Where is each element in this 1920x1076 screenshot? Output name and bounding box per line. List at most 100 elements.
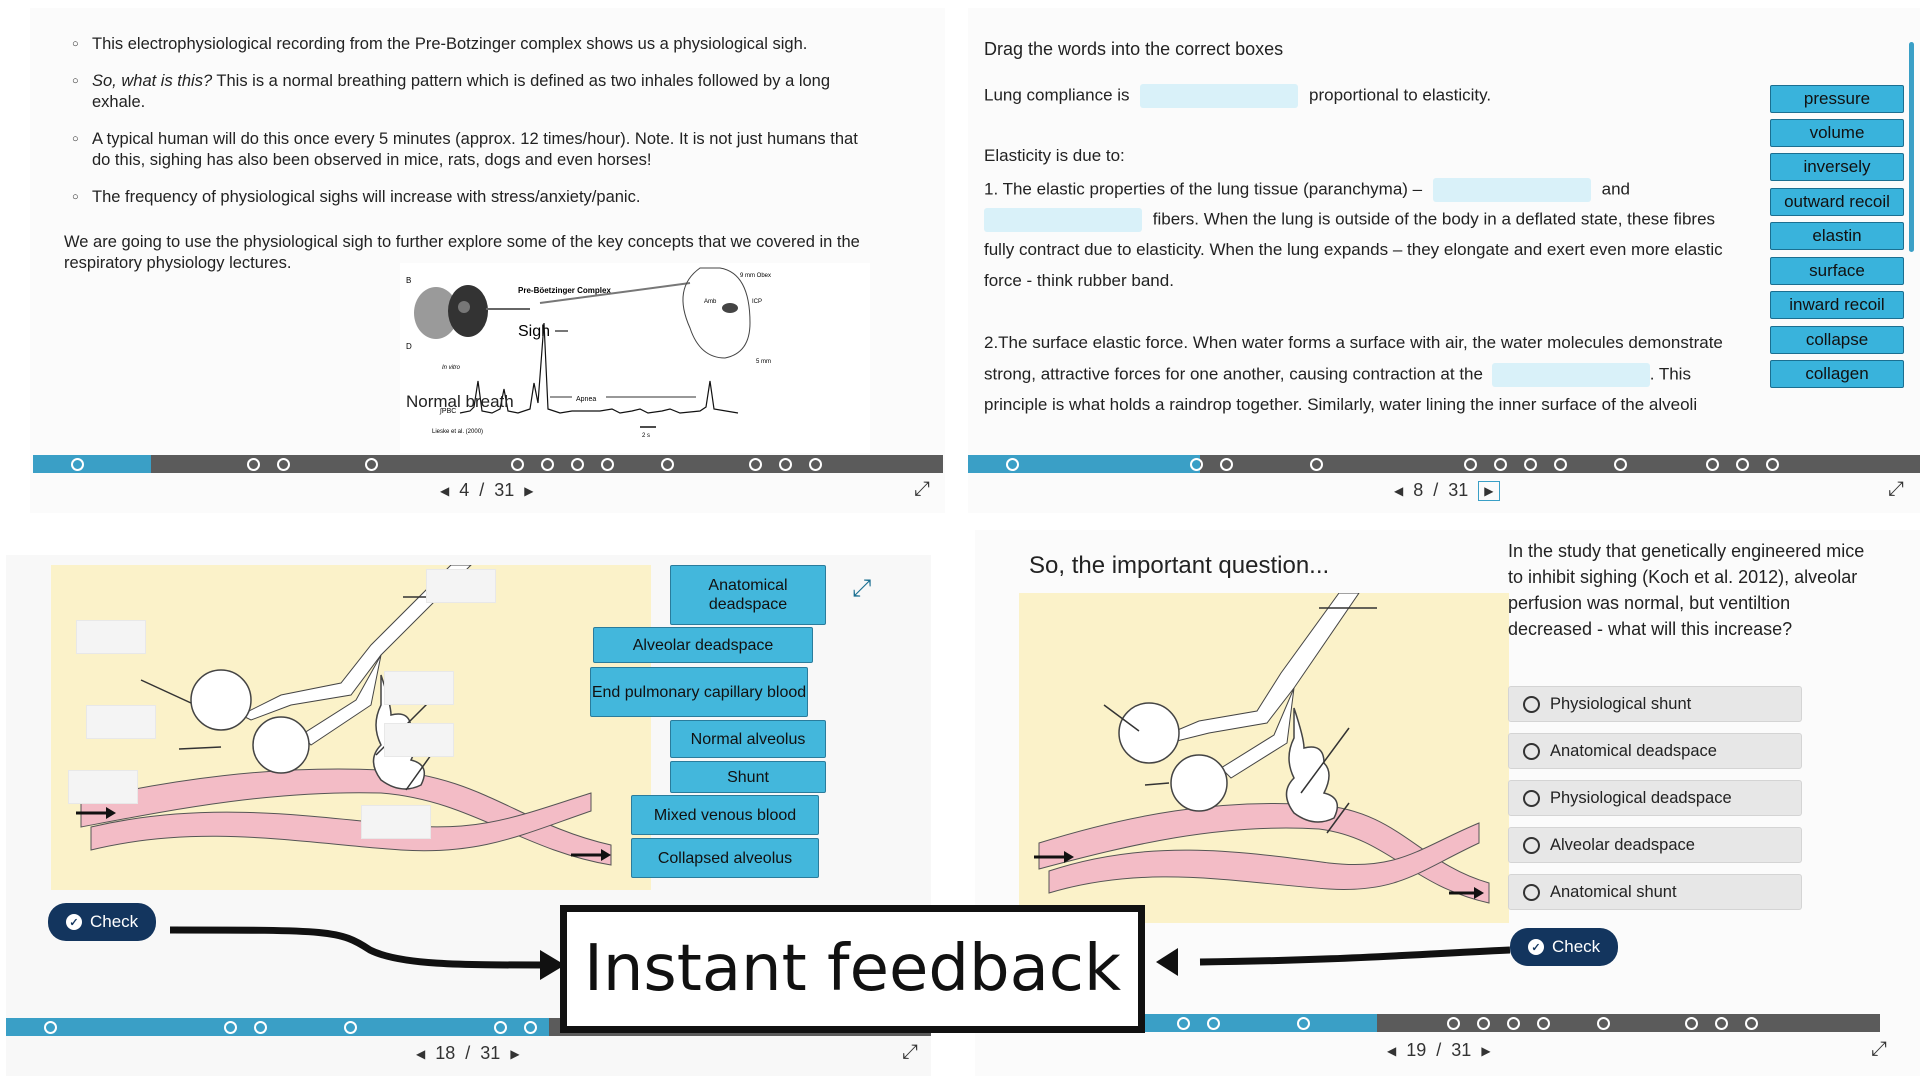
drop-zone-blank[interactable] — [1432, 178, 1591, 202]
fullscreen-icon[interactable]: ⤢ — [914, 478, 930, 500]
fullscreen-icon[interactable]: ⤢ — [1888, 478, 1904, 500]
drop-zone-blank[interactable] — [1140, 84, 1299, 108]
progress-marker[interactable] — [661, 458, 674, 471]
progress-marker[interactable] — [1554, 458, 1567, 471]
progress-marker[interactable] — [1207, 1017, 1220, 1030]
progress-marker[interactable] — [254, 1021, 267, 1034]
answer-option-anatomical-deadspace[interactable]: Anatomical deadspace — [1508, 733, 1802, 769]
progress-marker[interactable] — [1736, 458, 1749, 471]
progress-marker[interactable] — [1614, 458, 1627, 471]
progress-marker[interactable] — [344, 1021, 357, 1034]
draggable-word-collagen[interactable]: collagen — [1770, 360, 1904, 388]
progress-marker[interactable] — [524, 1021, 537, 1034]
progress-marker[interactable] — [571, 458, 584, 471]
slide-progress-bar[interactable] — [33, 455, 943, 473]
drag-label-normal-alveolus[interactable]: Normal alveolus — [670, 720, 826, 758]
prev-slide-icon[interactable]: ◀ — [440, 483, 450, 498]
question-heading: So, the important question... — [1029, 552, 1330, 579]
draggable-word-inversely[interactable]: inversely — [1770, 153, 1904, 181]
progress-marker[interactable] — [779, 458, 792, 471]
prev-slide-icon[interactable]: ◀ — [1387, 1043, 1397, 1058]
label-drop-zone[interactable] — [426, 569, 496, 603]
item2-line1: 2.The surface elastic force. When water … — [984, 333, 1723, 352]
progress-marker[interactable] — [1464, 458, 1477, 471]
progress-marker[interactable] — [1524, 458, 1537, 471]
progress-marker[interactable] — [1477, 1017, 1490, 1030]
progress-marker[interactable] — [1715, 1017, 1728, 1030]
label-drop-zone[interactable] — [68, 770, 138, 804]
label-drop-zone[interactable] — [361, 805, 431, 839]
drag-label-shunt[interactable]: Shunt — [670, 761, 826, 793]
drop-zone-blank[interactable] — [1491, 363, 1650, 387]
progress-marker[interactable] — [1310, 458, 1323, 471]
progress-marker[interactable] — [511, 458, 524, 471]
progress-marker[interactable] — [44, 1021, 57, 1034]
progress-marker[interactable] — [601, 458, 614, 471]
label-drop-zone[interactable] — [384, 671, 454, 705]
progress-marker[interactable] — [1190, 458, 1203, 471]
drag-label-anatomical-deadspace[interactable]: Anatomical deadspace — [670, 565, 826, 625]
label-drop-zone[interactable] — [76, 620, 146, 654]
drag-label-collapsed-alveolus[interactable]: Collapsed alveolus — [631, 838, 819, 878]
next-slide-icon[interactable]: ▶ — [524, 483, 534, 498]
progress-marker[interactable] — [541, 458, 554, 471]
prev-slide-icon[interactable]: ◀ — [1394, 483, 1404, 498]
fullscreen-icon[interactable]: ⤢ — [902, 1041, 918, 1063]
progress-marker[interactable] — [1494, 458, 1507, 471]
draggable-word-elastin[interactable]: elastin — [1770, 222, 1904, 250]
draggable-word-outward-recoil[interactable]: outward recoil — [1770, 188, 1904, 216]
progress-marker[interactable] — [1537, 1017, 1550, 1030]
pager-current: 19 — [1406, 1040, 1427, 1060]
fig-sigh-label: Sigh — [518, 323, 550, 340]
progress-marker[interactable] — [1597, 1017, 1610, 1030]
progress-marker[interactable] — [1297, 1017, 1310, 1030]
label-drop-zone[interactable] — [86, 705, 156, 739]
progress-marker[interactable] — [1447, 1017, 1460, 1030]
prev-slide-icon[interactable]: ◀ — [416, 1046, 426, 1061]
radio-icon — [1523, 742, 1540, 760]
progress-marker[interactable] — [365, 458, 378, 471]
next-slide-icon[interactable]: ▶ — [1481, 1043, 1491, 1058]
progress-marker[interactable] — [247, 458, 260, 471]
drag-label-alveolar-deadspace[interactable]: Alveolar deadspace — [593, 627, 813, 663]
progress-marker[interactable] — [277, 458, 290, 471]
progress-marker[interactable] — [1006, 458, 1019, 471]
next-slide-icon[interactable]: ▶ — [1478, 480, 1500, 501]
draggable-word-volume[interactable]: volume — [1770, 119, 1904, 147]
scrollbar[interactable] — [1909, 42, 1914, 252]
pager-sep: / — [479, 480, 485, 500]
progress-marker[interactable] — [1745, 1017, 1758, 1030]
slide-progress-bar[interactable] — [968, 455, 1920, 473]
progress-marker[interactable] — [809, 458, 822, 471]
answer-option-physiological-deadspace[interactable]: Physiological deadspace — [1508, 780, 1802, 816]
progress-marker[interactable] — [1507, 1017, 1520, 1030]
question-text: In the study that genetically engineered… — [1508, 541, 1865, 639]
progress-marker[interactable] — [749, 458, 762, 471]
answer-option-physiological-shunt[interactable]: Physiological shunt — [1508, 686, 1802, 722]
answer-option-alveolar-deadspace[interactable]: Alveolar deadspace — [1508, 827, 1802, 863]
progress-marker[interactable] — [1766, 458, 1779, 471]
progress-marker[interactable] — [1685, 1017, 1698, 1030]
drag-label-end-pulmonary-capillary[interactable]: End pulmonary capillary blood — [590, 667, 808, 717]
progress-marker[interactable] — [1220, 458, 1233, 471]
draggable-word-inward-recoil[interactable]: inward recoil — [1770, 291, 1904, 319]
progress-marker[interactable] — [494, 1021, 507, 1034]
expand-icon[interactable]: ⤢ — [852, 575, 872, 602]
progress-marker[interactable] — [224, 1021, 237, 1034]
fig-scale: 2 s — [642, 433, 650, 439]
drag-label-mixed-venous-blood[interactable]: Mixed venous blood — [631, 795, 819, 835]
draggable-word-collapse[interactable]: collapse — [1770, 326, 1904, 354]
progress-marker[interactable] — [71, 458, 84, 471]
check-button[interactable]: ✓ Check — [48, 903, 157, 941]
check-button[interactable]: ✓ Check — [1510, 928, 1619, 966]
label-drop-zone[interactable] — [384, 723, 454, 757]
drop-zone-blank[interactable] — [984, 208, 1142, 232]
draggable-word-surface[interactable]: surface — [1770, 257, 1904, 285]
draggable-word-pressure[interactable]: pressure — [1770, 85, 1904, 113]
fullscreen-icon[interactable]: ⤢ — [1871, 1038, 1887, 1060]
fig-scale2: 5 mm — [756, 359, 771, 365]
progress-marker[interactable] — [1706, 458, 1719, 471]
answer-option-anatomical-shunt[interactable]: Anatomical shunt — [1508, 874, 1802, 910]
next-slide-icon[interactable]: ▶ — [510, 1046, 520, 1061]
progress-marker[interactable] — [1177, 1017, 1190, 1030]
